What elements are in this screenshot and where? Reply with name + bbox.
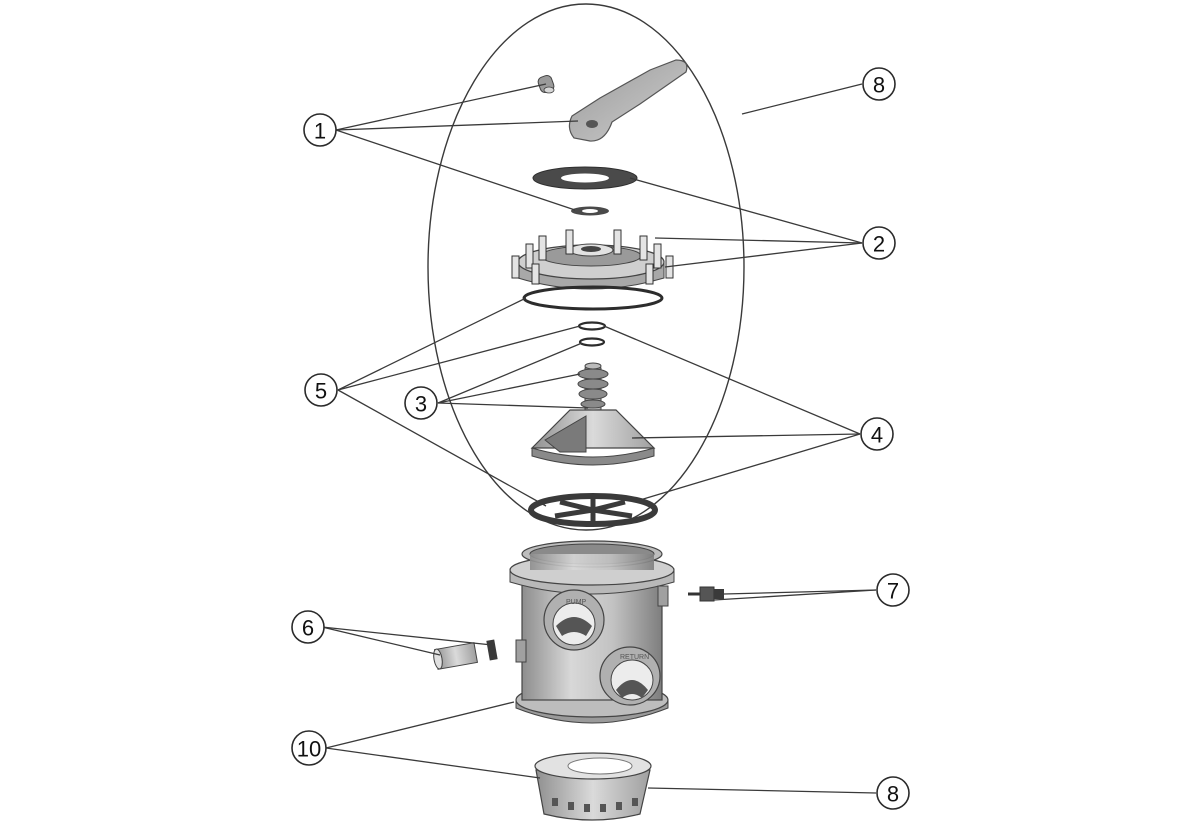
callout-label: 8 xyxy=(873,73,885,98)
return-port-label: RETURN xyxy=(620,654,649,661)
callout-4: 4 xyxy=(860,417,894,451)
callout-label: 5 xyxy=(315,379,327,404)
flat-gasket-large xyxy=(532,166,638,190)
sight-glass-fitting xyxy=(433,639,498,670)
drain-plug xyxy=(688,586,724,602)
callout-label: 10 xyxy=(297,737,321,762)
callout-3: 3 xyxy=(404,386,438,420)
callout-label: 6 xyxy=(302,616,314,641)
callout-1: 1 xyxy=(303,113,337,147)
callout-label: 8 xyxy=(887,782,899,807)
handle xyxy=(568,59,688,142)
star-gasket xyxy=(528,493,658,527)
callout-label: 7 xyxy=(887,579,899,604)
rotor-spindle xyxy=(577,362,609,417)
callout-label: 1 xyxy=(314,119,326,144)
callout-8-top: 8 xyxy=(862,67,896,101)
callout-label: 2 xyxy=(873,232,885,257)
valve-body: PUMP RETURN xyxy=(509,540,675,724)
cover-assembly-envelope xyxy=(427,3,745,531)
callout-10: 10 xyxy=(291,730,327,766)
callout-label: 4 xyxy=(871,423,883,448)
base-adapter xyxy=(534,752,652,821)
callout-6: 6 xyxy=(291,610,325,644)
callout-label: 3 xyxy=(415,392,427,417)
leader-lines xyxy=(321,83,877,794)
callout-5: 5 xyxy=(304,373,338,407)
valve-cover xyxy=(511,229,674,290)
cover-o-ring xyxy=(522,285,664,311)
small-o-ring-upper xyxy=(577,321,607,331)
callout-2: 2 xyxy=(862,226,896,260)
small-o-ring-lower xyxy=(578,337,606,347)
flat-washer-small xyxy=(571,206,609,216)
pump-port-label: PUMP xyxy=(566,599,587,606)
callout-8-bottom: 8 xyxy=(876,776,910,810)
callout-7: 7 xyxy=(876,573,910,607)
rotor-disc xyxy=(530,409,656,466)
